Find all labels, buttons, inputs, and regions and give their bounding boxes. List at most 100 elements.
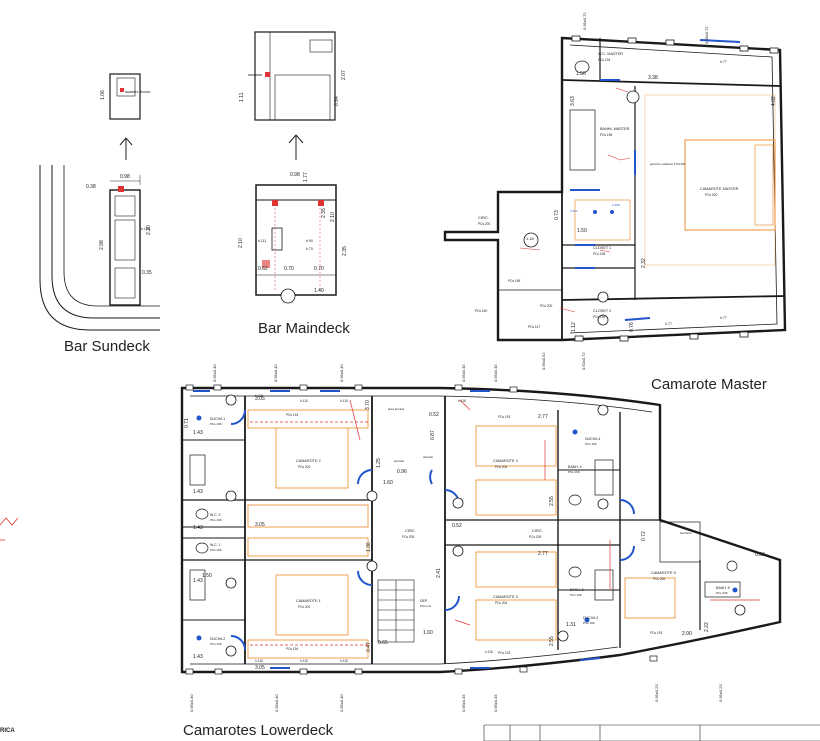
- lower-room-dep-floor: PCs ind.: [420, 604, 432, 608]
- master-label-h110: h.110: [570, 209, 578, 213]
- lower-room-cam5: CAMAROTE 5: [651, 571, 676, 575]
- lower-dim-3: 3.05: [255, 665, 265, 671]
- master-label-guinche: guinche rebatível 170x133: [650, 162, 686, 166]
- lower-room-banh4-floor: PCs 196: [568, 470, 580, 474]
- sundeck-dim-b: 0.98: [120, 174, 130, 180]
- lower-room-ducha1: DUCHA 1: [210, 417, 225, 421]
- lower-dim-17: 2.55: [549, 496, 555, 506]
- lower-dim-25: 0.63: [755, 552, 765, 558]
- lower-dim-27: 0.65: [378, 640, 388, 646]
- master-win-4: 0.62x0.72: [581, 352, 586, 370]
- lower-label-7: banheiro: [680, 531, 692, 535]
- master-label-h77a: h.77: [720, 60, 727, 64]
- master-room-circ: CIRC.: [478, 215, 489, 220]
- master-room-closet1: CLOSET 1: [593, 246, 611, 250]
- maindeck-dim-k: 1.40: [314, 288, 324, 294]
- lower-room-cam1: CAMAROTE 1: [296, 599, 321, 603]
- lower-label-10: h.110: [340, 659, 348, 663]
- lower-dim-13: 0.96: [397, 469, 407, 475]
- lower-win-top-5: 0.95x0.45: [493, 364, 498, 382]
- lower-room-cam5-floor: PCs 206: [653, 577, 665, 581]
- lower-dim-30: 0.52: [452, 523, 462, 529]
- lower-room-ducha4: DUCHA 4: [585, 437, 600, 441]
- lower-dim-0: 3.05: [255, 396, 265, 402]
- lower-markers: [225, 394, 746, 657]
- master-label-pcs147: PCs 147: [528, 325, 540, 329]
- lower-win-bot-5: 0.95x0.45: [493, 694, 498, 712]
- lower-room-circ2-floor: PCs 205: [529, 535, 541, 539]
- lower-dim-6: 1.43: [193, 525, 203, 531]
- caption-bar-sundeck: Bar Sundeck: [64, 338, 150, 355]
- lower-win-bot-6: 0.95x0.23: [654, 684, 659, 702]
- master-plan: W.C. MASTER PCs 194 BANHL MASTER PCs 196…: [443, 12, 787, 370]
- lower-label-3: h.116: [458, 399, 466, 403]
- lower-room-ducha2: DUCHA 2: [210, 637, 225, 641]
- lower-label-6: armário: [423, 455, 434, 459]
- maindeck-label-h90: h.90: [306, 239, 313, 243]
- master-label-h106: h.106: [612, 203, 620, 207]
- lower-room-cam4: CAMAROTE 4: [493, 459, 518, 463]
- lower-room-cam3-floor: PCs 204: [495, 601, 507, 605]
- lower-dim-29: 0.47: [366, 642, 372, 652]
- lower-win-bot-3: 0.95x0.40: [339, 694, 344, 712]
- lower-portholes: [185, 384, 658, 675]
- maindeck-dim-m: 2.10: [330, 212, 336, 222]
- lower-win-bot-4: 0.95x0.45: [461, 694, 466, 712]
- lower-dim-9: 1.43: [193, 489, 203, 495]
- master-dim-9: 1.18: [526, 236, 535, 241]
- lower-label-8: h.116: [255, 659, 263, 663]
- maindeck-dim-l: 2.35: [342, 246, 348, 256]
- lower-room-banh4: BANH. 4: [568, 465, 582, 469]
- master-dim-4: 1.50: [577, 228, 587, 234]
- master-portholes: [571, 35, 779, 342]
- lower-room-circ2: CIRC.: [532, 528, 543, 533]
- lower-dim-1: 3.70: [365, 400, 371, 410]
- corner-text: RICA: [0, 728, 15, 734]
- maindeck-dim-b: 1.11: [239, 92, 245, 102]
- lower-dim-24: 2.00: [682, 631, 692, 637]
- maindeck-dim-g: 2.10: [238, 238, 244, 248]
- lower-dim-20: 0.72: [641, 531, 647, 541]
- lower-dim-19: 2.55: [549, 636, 555, 646]
- lower-room-banh5-floor: PCs 206: [716, 591, 728, 595]
- lower-label-14: PCs 193: [498, 415, 510, 419]
- lower-room-ducha3: DUCHA 3: [583, 616, 598, 620]
- lower-room-wc1-floor: PCs 196: [210, 548, 222, 552]
- maindeck-label-h70: h.70: [306, 247, 313, 251]
- caption-bar-maindeck: Bar Maindeck: [258, 320, 350, 337]
- maindeck-dim-i: 0.70: [284, 266, 294, 272]
- maindeck-dim-c: 0.94: [334, 96, 340, 106]
- master-room-cam-floor: PCs 200: [705, 193, 717, 197]
- master-room-banh-floor: PCs 196: [600, 133, 612, 137]
- master-label-pcs200: PCs 200: [540, 304, 552, 308]
- lower-room-ducha2-floor: PCs 196: [210, 642, 222, 646]
- lowerdeck-plan: CAMAROTE 2 PCs 202 CAMAROTE 1 PCs 202 CA…: [180, 364, 782, 712]
- master-room-closet1-floor: PCs 196: [593, 252, 605, 256]
- lower-label-0: h.116: [255, 394, 263, 398]
- sundeck-elevation: lavadero técnico 1.06: [100, 73, 151, 120]
- sundeck-dim-e: 0.35: [142, 270, 152, 276]
- lower-dim-22: 1.60: [423, 630, 433, 636]
- maindeck-dim-h: 0.62: [258, 266, 268, 272]
- lower-label-12: PCs 194: [286, 413, 298, 417]
- lower-label-4: armário: [394, 459, 405, 463]
- lower-dim-10: 1.43: [193, 578, 203, 584]
- lower-dim-11: 1.25: [376, 458, 382, 468]
- lower-label-9: h.110: [300, 659, 308, 663]
- caption-camarotes-lowerdeck: Camarotes Lowerdeck: [183, 722, 334, 739]
- lower-room-wc2: W.C. 2: [210, 513, 221, 517]
- lower-room-cam3: CAMAROTE 3: [493, 595, 518, 599]
- master-room-circ-floor: PCs 200: [478, 222, 490, 226]
- maindeck-dim-a: 2.07: [341, 70, 347, 80]
- lower-room-wc1: W.C. 1: [210, 543, 221, 547]
- lower-label-13: PCs 194: [286, 647, 298, 651]
- caption-camarote-master: Camarote Master: [651, 376, 767, 393]
- title-block: [483, 724, 820, 741]
- master-annotations: [519, 87, 631, 313]
- lower-dim-2: 3.05: [255, 522, 265, 528]
- master-room-closet2-floor: PCs 196: [593, 315, 605, 319]
- left-edge-marks: [0, 517, 19, 541]
- lower-dim-12: 1.60: [383, 480, 393, 486]
- lower-dim-26: 2.22: [704, 622, 710, 632]
